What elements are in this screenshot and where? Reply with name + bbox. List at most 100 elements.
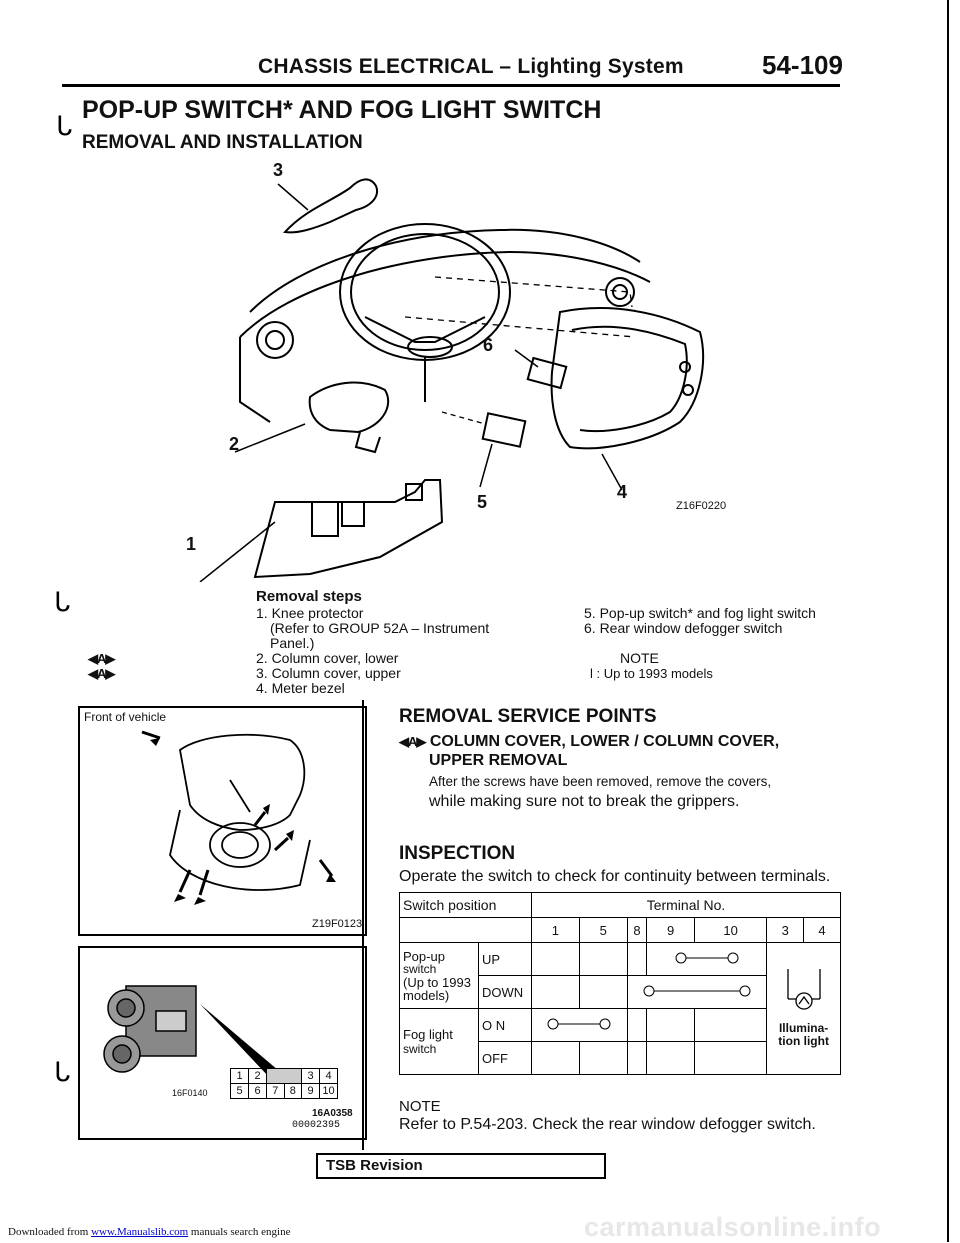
column-rule <box>362 700 364 1150</box>
service-body-1: After the screws have been removed, remo… <box>429 774 772 789</box>
blank-cell <box>399 917 532 943</box>
pin-8: 8 <box>283 1083 302 1099</box>
step-5: 5. Pop-up switch* and fog light switch <box>584 605 816 621</box>
terminal-4: 4 <box>803 917 841 943</box>
continuity-8-10 <box>626 975 768 1009</box>
removal-steps-title: Removal steps <box>256 588 362 605</box>
column-cover-figure: Front of vehicle Z19F0123 <box>78 706 367 936</box>
figure-code-a: 16A0358 <box>312 1108 353 1119</box>
popup-sub3: models) <box>403 987 450 1003</box>
pin-5: 5 <box>230 1083 249 1099</box>
note-ref: Refer to <box>399 1116 456 1133</box>
bulb-symbol <box>786 969 821 1010</box>
pin-1: 1 <box>230 1068 249 1084</box>
inspection-body: Operate the switch to check for continui… <box>399 868 831 885</box>
pin-7: 7 <box>266 1083 285 1099</box>
binder-mark: ᒐ <box>54 588 71 618</box>
footer-prefix: Downloaded from <box>8 1226 89 1238</box>
callout-2: 2 <box>229 434 240 454</box>
service-item-line2: UPPER REMOVAL <box>429 752 568 769</box>
continuity-table: Switch position Terminal No. 1 5 8 9 10 … <box>399 892 842 1075</box>
state-off: OFF <box>478 1041 532 1075</box>
connector-pointer <box>200 1004 285 1078</box>
note-page-ref: P.54-203. <box>460 1116 528 1133</box>
step-2: 2. Column cover, lower <box>256 650 399 666</box>
watermark: carmanualsonline.info <box>584 1212 882 1242</box>
terminal-8: 8 <box>626 917 648 943</box>
service-point-mark: ◀A▶ <box>88 651 115 666</box>
service-item-title: COLUMN COVER, LOWER / COLUMN COVER, <box>429 733 780 750</box>
header-rule <box>62 84 840 87</box>
service-body-2: while making sure not to break the gripp… <box>429 793 740 810</box>
illumination-cell: Illumina- tion light <box>766 942 841 1075</box>
tsb-revision-box: TSB Revision <box>316 1153 606 1179</box>
dashboard-exploded-illustration <box>199 178 705 582</box>
step-6: 6. Rear window defogger switch <box>584 620 783 636</box>
fog-switch-label: Fog light switch <box>399 1008 479 1075</box>
manualslib-link[interactable]: www.Manualslib.com <box>91 1226 189 1238</box>
removal-service-heading: REMOVAL SERVICE POINTS <box>399 706 657 727</box>
terminal-5: 5 <box>578 917 628 943</box>
download-footer: Downloaded from www.Manualslib.com manua… <box>8 1226 290 1238</box>
step-3: 3. Column cover, upper <box>256 665 401 681</box>
inspection-heading: INSPECTION <box>399 843 516 864</box>
switch-connector-figure: 16F0140 1 2 3 4 5 6 7 8 9 10 16A0358 000… <box>78 946 367 1140</box>
running-header-title: CHASSIS ELECTRICAL – Lighting System <box>258 55 684 78</box>
pin-9: 9 <box>301 1083 320 1099</box>
figure-code-small: 16F0140 <box>172 1088 208 1098</box>
binder-mark: ᒐ <box>56 112 73 142</box>
popup-switch-label: Pop-up switch (Up to 1993 models) <box>399 942 479 1009</box>
continuity-1-5 <box>530 1008 628 1042</box>
callout-3: 3 <box>273 160 284 180</box>
step-1: 1. Knee protector <box>256 605 364 621</box>
page-edge-rule <box>947 0 949 1242</box>
switch-body-illustration <box>103 985 197 1073</box>
popup-sub2: (Up to 1993 <box>403 974 471 990</box>
callout-5: 5 <box>477 492 488 512</box>
column-cover-illustration <box>141 730 336 905</box>
state-on: O N <box>478 1008 532 1042</box>
terminal-1: 1 <box>530 917 580 943</box>
popup-sub1: switch <box>403 961 437 976</box>
page-number: 54-109 <box>762 50 843 80</box>
connector-pinout: 1 2 3 4 5 6 7 8 9 10 <box>230 1068 338 1099</box>
popup-label: Pop-up <box>403 948 445 964</box>
fog-label: Fog light <box>403 1026 453 1042</box>
footer-suffix: manuals search engine <box>190 1226 291 1238</box>
figure-code: Z16F0220 <box>676 500 727 512</box>
pin-10: 10 <box>319 1083 338 1099</box>
illumination-label: Illumina- tion light <box>778 1021 829 1048</box>
inspection-note-line: Refer to P.54-203. Check the rear window… <box>399 1116 816 1134</box>
fog-sub: switch <box>403 1041 437 1056</box>
step-1-ref: (Refer to GROUP 52A – Instrument <box>270 620 490 636</box>
note-text: Check the rear window defogger switch. <box>532 1116 816 1133</box>
continuity-9-10 <box>646 942 768 976</box>
terminal-9: 9 <box>646 917 696 943</box>
service-point-mark: ◀A▶ <box>399 734 426 749</box>
inspection-note-label: NOTE <box>399 1098 441 1115</box>
col-switch-position: Switch position <box>399 892 532 918</box>
continuity-mark <box>675 952 739 963</box>
pin-blank <box>266 1068 302 1084</box>
callout-6: 6 <box>483 335 494 355</box>
figure-caption: Front of vehicle <box>84 710 167 724</box>
pin-3: 3 <box>301 1068 320 1084</box>
figure-code-b: 00002395 <box>292 1120 341 1131</box>
section-heading: POP-UP SWITCH* AND FOG LIGHT SWITCH <box>82 96 602 124</box>
pin-2: 2 <box>248 1068 267 1084</box>
col-terminal-no: Terminal No. <box>530 892 842 918</box>
step-4: 4. Meter bezel <box>256 680 345 696</box>
terminal-10: 10 <box>694 917 768 943</box>
steps-note-text: l : Up to 1993 models <box>590 666 713 681</box>
section-subheading: REMOVAL AND INSTALLATION <box>82 132 363 153</box>
terminal-3: 3 <box>766 917 805 943</box>
continuity-mark <box>643 985 751 996</box>
pin-6: 6 <box>248 1083 267 1099</box>
figure-code: Z19F0123 <box>312 918 363 930</box>
steps-note-label: NOTE <box>620 650 659 666</box>
state-down: DOWN <box>478 975 532 1009</box>
state-up: UP <box>478 942 532 976</box>
callout-4: 4 <box>617 482 628 502</box>
step-1-ref-end: Panel.) <box>270 635 315 651</box>
continuity-mark <box>547 1018 611 1029</box>
